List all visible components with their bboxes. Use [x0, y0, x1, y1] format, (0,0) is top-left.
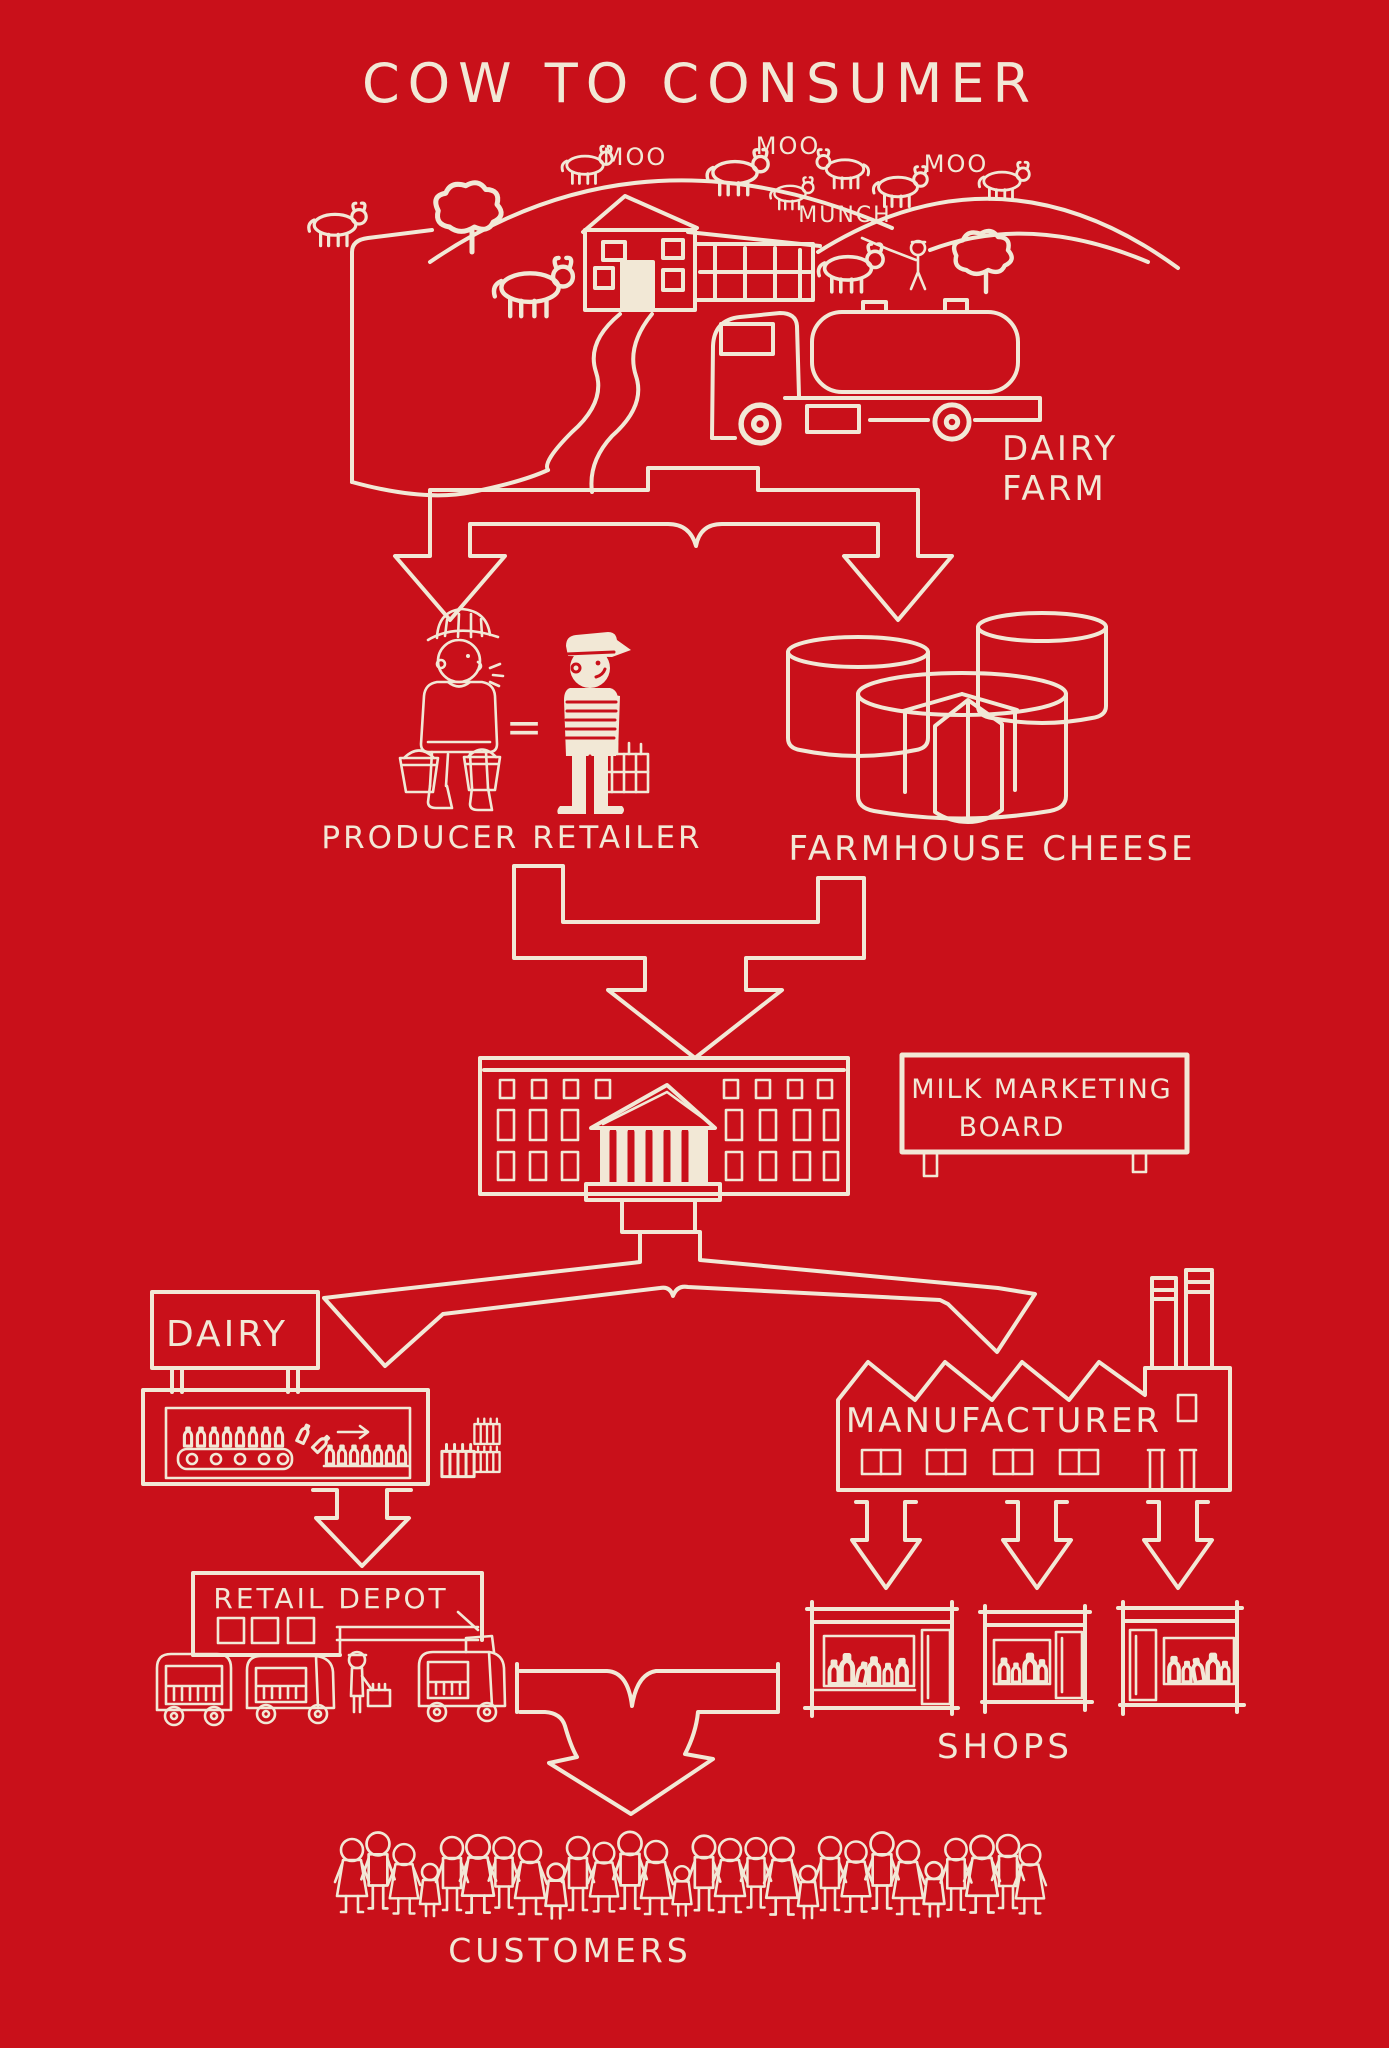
milkman-icon	[557, 632, 650, 814]
flow-arrow-to-customers	[515, 1662, 780, 1816]
conveyor-arrow-icon	[336, 1424, 370, 1440]
producer-retailer-label: PRODUCER RETAILER	[321, 820, 702, 856]
farmhouse-cheese-group: FARMHOUSE CHEESE	[786, 611, 1195, 869]
farmhouse-icon	[581, 194, 699, 312]
field-fence-bottom	[350, 468, 550, 498]
retail-depot-label: RETAIL DEPOT	[213, 1582, 448, 1615]
page-title: COW TO CONSUMER	[362, 52, 1038, 115]
farmer-icon	[860, 236, 927, 291]
milk-float-icon	[245, 1654, 336, 1725]
dairy-group: DAIRY	[141, 1290, 501, 1568]
flow-arrow-farm-split	[393, 466, 954, 622]
moo-text: MOO	[756, 132, 821, 160]
milk-marketing-board-group: MILK MARKETING BOARD	[478, 1052, 1190, 1234]
barn-icon	[686, 230, 822, 302]
board-sign-line2: BOARD	[959, 1112, 1066, 1143]
dairy-farm-label-line2: FARM	[1002, 469, 1107, 509]
moo-text: MOO	[603, 143, 668, 171]
milkman-with-crate-icon	[347, 1650, 392, 1714]
flow-arrow-to-shop	[850, 1500, 922, 1590]
shop-icon	[1116, 1600, 1246, 1716]
farm-road-right-edge	[589, 312, 654, 494]
bottle-crate-icon	[598, 741, 650, 794]
dairy-farm-label-line1: DAIRY	[1002, 429, 1118, 469]
flow-arrow-board-split	[322, 1230, 1037, 1368]
shop-icon	[803, 1600, 960, 1718]
chimney-icon	[1184, 1268, 1214, 1368]
board-building-icon	[478, 1056, 850, 1234]
flow-arrow-dairy-to-depot	[311, 1488, 413, 1568]
dairy-farm-scene: MOO MOO MOO MUNCH	[307, 132, 1180, 498]
field-fence-left	[350, 228, 434, 484]
whistle-sparkle-icon	[488, 662, 505, 688]
milk-float-icon	[417, 1634, 507, 1723]
milk-float-icon	[155, 1652, 233, 1727]
manufacturer-label: MANUFACTURER	[846, 1401, 1162, 1441]
dairy-farm-label: DAIRY FARM	[1002, 429, 1118, 509]
loading-canopy-icon	[335, 1610, 480, 1657]
shop-icon	[978, 1604, 1094, 1714]
shops-group: SHOPS	[803, 1600, 1246, 1767]
flow-arrow-to-board	[512, 864, 866, 1060]
hill-right	[816, 196, 1180, 270]
producer-retailer-group: = PRODUCER RETAILER	[321, 607, 702, 856]
factory-icon	[836, 1268, 1232, 1492]
chimney-icon	[1150, 1276, 1178, 1368]
farmer-with-buckets-icon	[398, 607, 505, 812]
flow-arrow-to-shop	[1142, 1500, 1214, 1590]
manufacturer-group: MANUFACTURER	[836, 1268, 1232, 1590]
retail-depot-building-icon: RETAIL DEPOT	[191, 1571, 484, 1657]
dairy-building-icon	[141, 1388, 430, 1486]
milk-tanker-truck-icon	[710, 298, 1042, 443]
flow-arrow-to-shop	[1001, 1500, 1073, 1590]
moo-text: MOO	[924, 150, 989, 178]
equals-sign: =	[506, 702, 543, 753]
customers-label: CUSTOMERS	[448, 1931, 691, 1970]
cheese-wheel-cut-icon	[856, 671, 1068, 824]
farmhouse-cheese-label: FARMHOUSE CHEESE	[788, 829, 1195, 869]
board-sign: MILK MARKETING BOARD	[899, 1052, 1190, 1178]
dairy-sign: DAIRY	[150, 1290, 320, 1394]
board-sign-line1: MILK MARKETING	[911, 1074, 1172, 1105]
munch-text: MUNCH	[798, 203, 891, 228]
dairy-sign-label: DAIRY	[166, 1314, 288, 1355]
shops-label: SHOPS	[937, 1727, 1073, 1767]
retail-depot-group: RETAIL DEPOT	[155, 1571, 507, 1727]
farm-road-left-edge	[545, 312, 622, 472]
